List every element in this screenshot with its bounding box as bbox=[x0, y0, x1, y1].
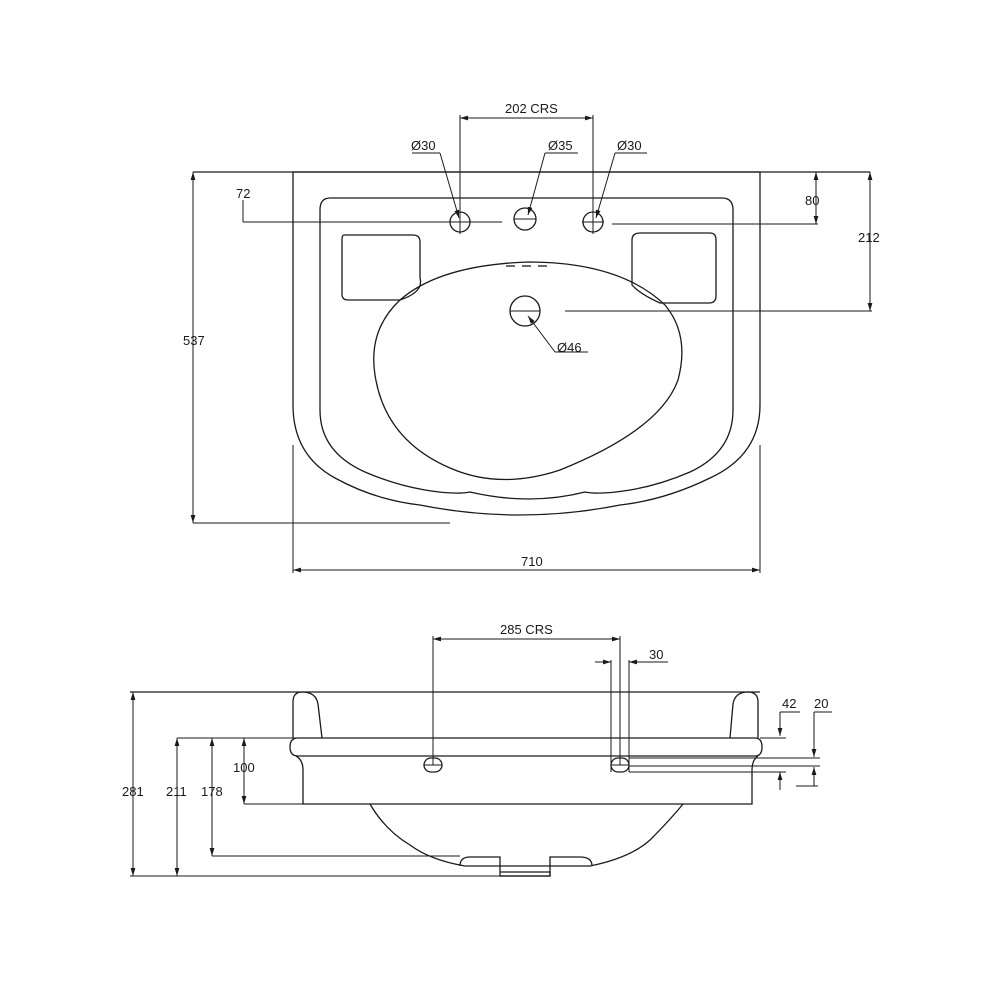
waste-setback-label: 212 bbox=[858, 230, 880, 245]
bowl-outline bbox=[373, 261, 683, 481]
bowl-underside bbox=[369, 803, 684, 867]
overall-width-label: 710 bbox=[521, 554, 543, 569]
rim-depth-dimension: 80 bbox=[612, 172, 819, 225]
right-tap-diameter-callout: Ø30 bbox=[595, 138, 647, 219]
waste-hole-icon bbox=[509, 295, 541, 327]
centre-tap-diameter-label: Ø35 bbox=[548, 138, 573, 153]
waste-diameter-label: Ø46 bbox=[557, 340, 582, 355]
basin-inner-rim bbox=[319, 197, 734, 500]
left-tap-diameter-label: Ø30 bbox=[411, 138, 436, 153]
overall-height-dimension: 281 bbox=[122, 692, 177, 877]
tap-setback-label: 72 bbox=[236, 186, 250, 201]
side-view: 285 CRS 30 42 20 bbox=[122, 622, 832, 877]
lip-height-label: 20 bbox=[814, 696, 828, 711]
wall-thickness-dimension: 30 bbox=[595, 647, 668, 772]
body-height-dimension: 211 bbox=[166, 737, 500, 877]
rim-drop-label: 42 bbox=[782, 696, 796, 711]
body-height-label: 211 bbox=[166, 784, 187, 799]
centre-tap-diameter-callout: Ø35 bbox=[527, 138, 578, 216]
tap-setback-dimension: 72 bbox=[236, 186, 502, 223]
overall-height-label: 281 bbox=[122, 784, 144, 799]
wall-thickness-label: 30 bbox=[649, 647, 663, 662]
rim-drop-dimension: 42 bbox=[629, 696, 800, 790]
waste-diameter-callout: Ø46 bbox=[527, 315, 588, 355]
bowl-height-label: 178 bbox=[201, 784, 223, 799]
lip-height-dimension: 20 bbox=[629, 696, 832, 787]
left-tap-diameter-callout: Ø30 bbox=[411, 138, 460, 219]
tap-centres-label: 202 CRS bbox=[505, 101, 558, 116]
left-soap-dish bbox=[341, 234, 422, 301]
bowl-height-dimension: 178 bbox=[201, 737, 460, 857]
right-soap-dish bbox=[631, 232, 717, 304]
rim-band bbox=[289, 737, 763, 757]
left-upstand bbox=[292, 691, 323, 739]
front-height-label: 100 bbox=[233, 760, 255, 775]
centre-tap-hole-icon bbox=[513, 207, 537, 231]
right-tap-diameter-label: Ø30 bbox=[617, 138, 642, 153]
overall-width-dimension: 710 bbox=[292, 445, 761, 573]
overflow-centres-dimension: 285 CRS bbox=[432, 622, 621, 765]
front-height-dimension: 100 bbox=[233, 737, 303, 805]
overall-depth-label: 537 bbox=[183, 333, 205, 348]
plan-view: 202 CRS Ø30 Ø35 Ø30 Ø46 72 bbox=[183, 101, 880, 573]
overflow-centres-label: 285 CRS bbox=[500, 622, 553, 637]
basin-outer-outline bbox=[292, 171, 761, 516]
rim-depth-label: 80 bbox=[805, 193, 819, 208]
overall-depth-dimension: 537 bbox=[183, 172, 450, 524]
front-body bbox=[295, 755, 759, 805]
waste-setback-dimension: 212 bbox=[565, 172, 880, 312]
right-upstand bbox=[729, 691, 759, 739]
tap-centres-dimension: 202 CRS bbox=[459, 101, 594, 234]
waste-spigot-bottom bbox=[500, 871, 551, 877]
